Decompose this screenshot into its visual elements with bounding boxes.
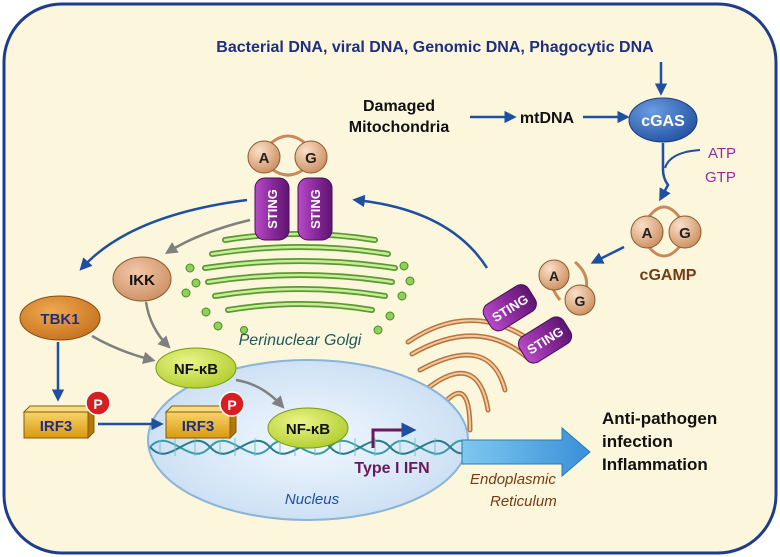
atp-gtp-input-curve — [664, 149, 701, 169]
irf3-nucleus: IRF3 — [164, 404, 238, 440]
sting-label-golgi-1: STING — [265, 189, 280, 229]
nfkb-label-cytoplasm: NF-κB — [174, 361, 218, 378]
output-arrow — [461, 426, 591, 478]
gtp-label: GTP — [705, 169, 736, 186]
phospho-label-nucleus: P — [227, 397, 236, 413]
nfkb-node-cytoplasm — [155, 347, 237, 389]
tbk1-label: TBK1 — [40, 311, 79, 328]
golgi-sting-a: A — [259, 150, 270, 167]
mitochondria-label: Mitochondria — [349, 119, 450, 136]
cgas-label: cGAS — [641, 113, 685, 130]
arrow-cgas-to-cgamp — [659, 143, 671, 202]
irf3-cytoplasm: IRF3 — [22, 404, 96, 440]
irf3-label-cytoplasm: IRF3 — [40, 418, 73, 435]
cgamp-molecule: A G — [630, 205, 702, 258]
er-label-line1: Endoplasmic — [470, 471, 556, 488]
er-sting-a: A — [549, 268, 559, 284]
outcome-line1: Anti-pathogen — [602, 409, 717, 428]
golgi-vesicles — [181, 261, 415, 335]
arrow-ikk-to-nfkb — [144, 301, 171, 349]
irf3-label-nucleus: IRF3 — [182, 418, 215, 435]
atp-label: ATP — [708, 145, 736, 162]
phospho-label-cytoplasm: P — [93, 396, 102, 412]
er-sting-g: G — [575, 293, 586, 309]
damaged-label: Damaged — [363, 98, 435, 115]
arrow-sting-to-ikk — [164, 218, 251, 254]
sting-dimer-golgi: STING STING A G — [247, 134, 333, 241]
arrow-cgamp-to-sting — [590, 245, 625, 264]
golgi-label: Perinuclear Golgi — [239, 332, 362, 349]
golgi-sting-g: G — [305, 150, 317, 167]
outcome-line3: Inflammation — [602, 455, 708, 474]
cgamp-label: cGAMP — [640, 267, 697, 284]
arrow-tbk1-to-nfkb — [91, 334, 156, 364]
phospho-badge-nucleus: P — [219, 391, 245, 417]
type1-ifn-label: Type I IFN — [354, 460, 429, 477]
sting-label-golgi-2: STING — [308, 189, 323, 229]
er-label-line2: Reticulum — [490, 493, 557, 510]
nfkb-label-nucleus: NF-κB — [286, 421, 330, 438]
mtdna-label: mtDNA — [520, 110, 575, 127]
phospho-badge-cytoplasm: P — [85, 390, 111, 416]
cgas-node — [628, 97, 698, 143]
arrow-er-to-golgi — [352, 194, 489, 269]
dna-sources-label: Bacterial DNA, viral DNA, Genomic DNA, P… — [216, 39, 654, 56]
cgamp-a: A — [642, 225, 653, 242]
transcription-start-arrow — [371, 422, 417, 448]
nucleus-label: Nucleus — [285, 491, 340, 508]
nfkb-node-nucleus — [267, 407, 349, 449]
cgamp-g: G — [679, 225, 691, 242]
tbk1-node — [19, 295, 101, 341]
outcome-line2: infection — [602, 432, 673, 451]
ikk-label: IKK — [129, 272, 155, 289]
arrow-nfkb-to-nucleus — [235, 378, 285, 409]
ikk-node — [112, 256, 172, 302]
arrow-sting-to-tbk1 — [79, 198, 248, 271]
